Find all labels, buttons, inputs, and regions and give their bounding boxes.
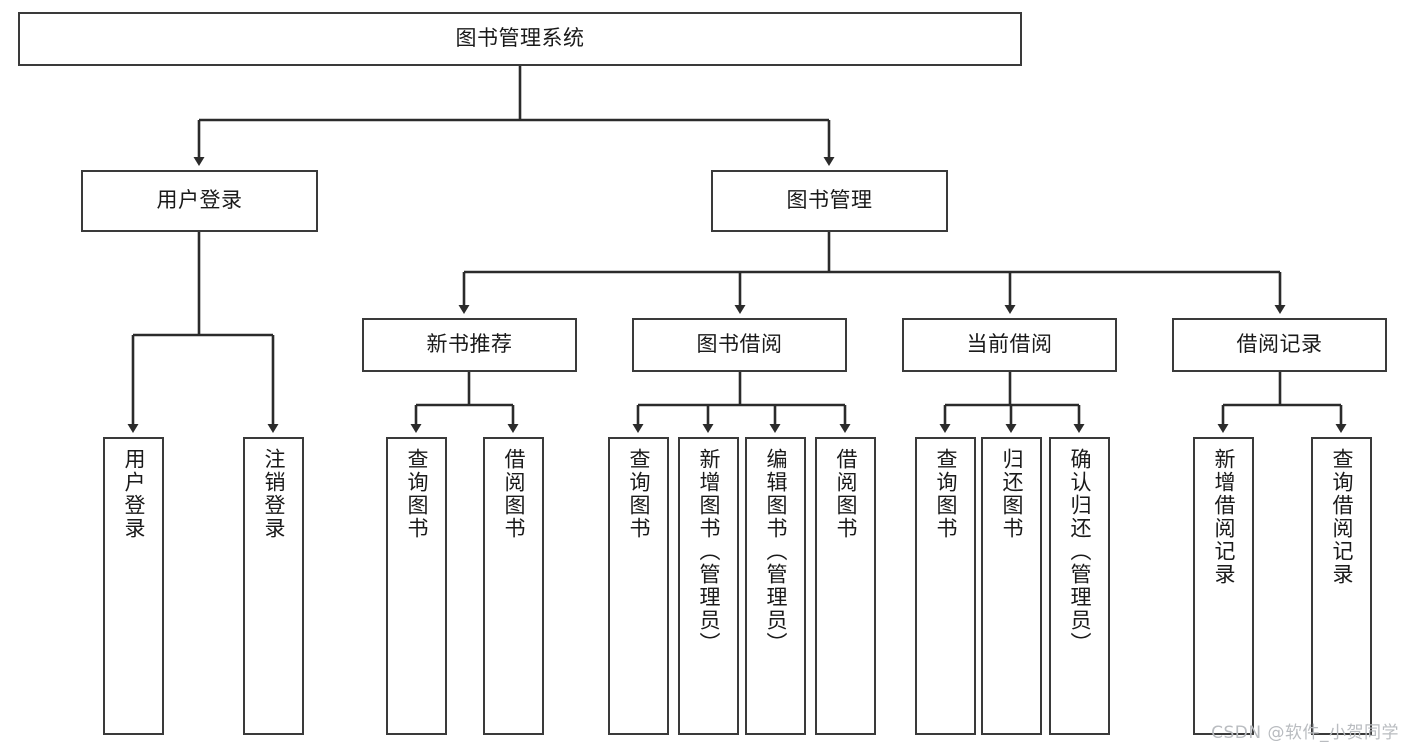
node-root-system[interactable]: 图书管理系统 (18, 12, 1022, 66)
node-borrow-record[interactable]: 借阅记录 (1172, 318, 1387, 372)
node-label: 新书推荐 (426, 332, 513, 357)
leaf-query-book-borrow[interactable]: 查询图书 (608, 437, 669, 735)
leaf-logout-login[interactable]: 注销登录 (243, 437, 304, 735)
node-new-book-recommend[interactable]: 新书推荐 (362, 318, 577, 372)
leaf-add-book-admin[interactable]: 新增图书（管理员） (678, 437, 739, 735)
leaf-edit-book-admin[interactable]: 编辑图书（管理员） (745, 437, 806, 735)
node-label: 查询图书 (934, 448, 958, 540)
node-label: 图书借阅 (696, 332, 783, 357)
leaf-query-borrow-record[interactable]: 查询借阅记录 (1311, 437, 1372, 735)
leaf-query-book-recommend[interactable]: 查询图书 (386, 437, 447, 735)
node-label: 图书管理 (786, 188, 873, 213)
node-label: 用户登录 (156, 188, 243, 213)
node-current-borrow[interactable]: 当前借阅 (902, 318, 1117, 372)
leaf-query-book-current[interactable]: 查询图书 (915, 437, 976, 735)
node-label: 编辑图书（管理员） (764, 448, 788, 655)
node-label: 当前借阅 (966, 332, 1053, 357)
node-label: 查询图书 (627, 448, 651, 540)
node-label: 归还图书 (1000, 448, 1024, 540)
node-book-borrow[interactable]: 图书借阅 (632, 318, 847, 372)
leaf-add-borrow-record[interactable]: 新增借阅记录 (1193, 437, 1254, 735)
leaf-return-book[interactable]: 归还图书 (981, 437, 1042, 735)
node-label: 确认归还（管理员） (1068, 448, 1092, 655)
node-label: 借阅图书 (834, 448, 858, 540)
leaf-borrow-book-recommend[interactable]: 借阅图书 (483, 437, 544, 735)
node-label: 查询图书 (405, 448, 429, 540)
node-label: 新增借阅记录 (1212, 448, 1236, 586)
node-user-login[interactable]: 用户登录 (81, 170, 318, 232)
node-label: 借阅图书 (502, 448, 526, 540)
node-book-manage[interactable]: 图书管理 (711, 170, 948, 232)
node-label: 借阅记录 (1236, 332, 1323, 357)
node-label: 查询借阅记录 (1330, 448, 1354, 586)
leaf-borrow-book[interactable]: 借阅图书 (815, 437, 876, 735)
csdn-watermark: CSDN @软件_小贺同学 (1211, 723, 1399, 743)
leaf-user-login[interactable]: 用户登录 (103, 437, 164, 735)
node-label: 新增图书（管理员） (697, 448, 721, 655)
leaf-confirm-return-admin[interactable]: 确认归还（管理员） (1049, 437, 1110, 735)
node-label: 注销登录 (262, 448, 286, 540)
node-label: 图书管理系统 (455, 26, 585, 51)
node-label: 用户登录 (122, 448, 146, 540)
